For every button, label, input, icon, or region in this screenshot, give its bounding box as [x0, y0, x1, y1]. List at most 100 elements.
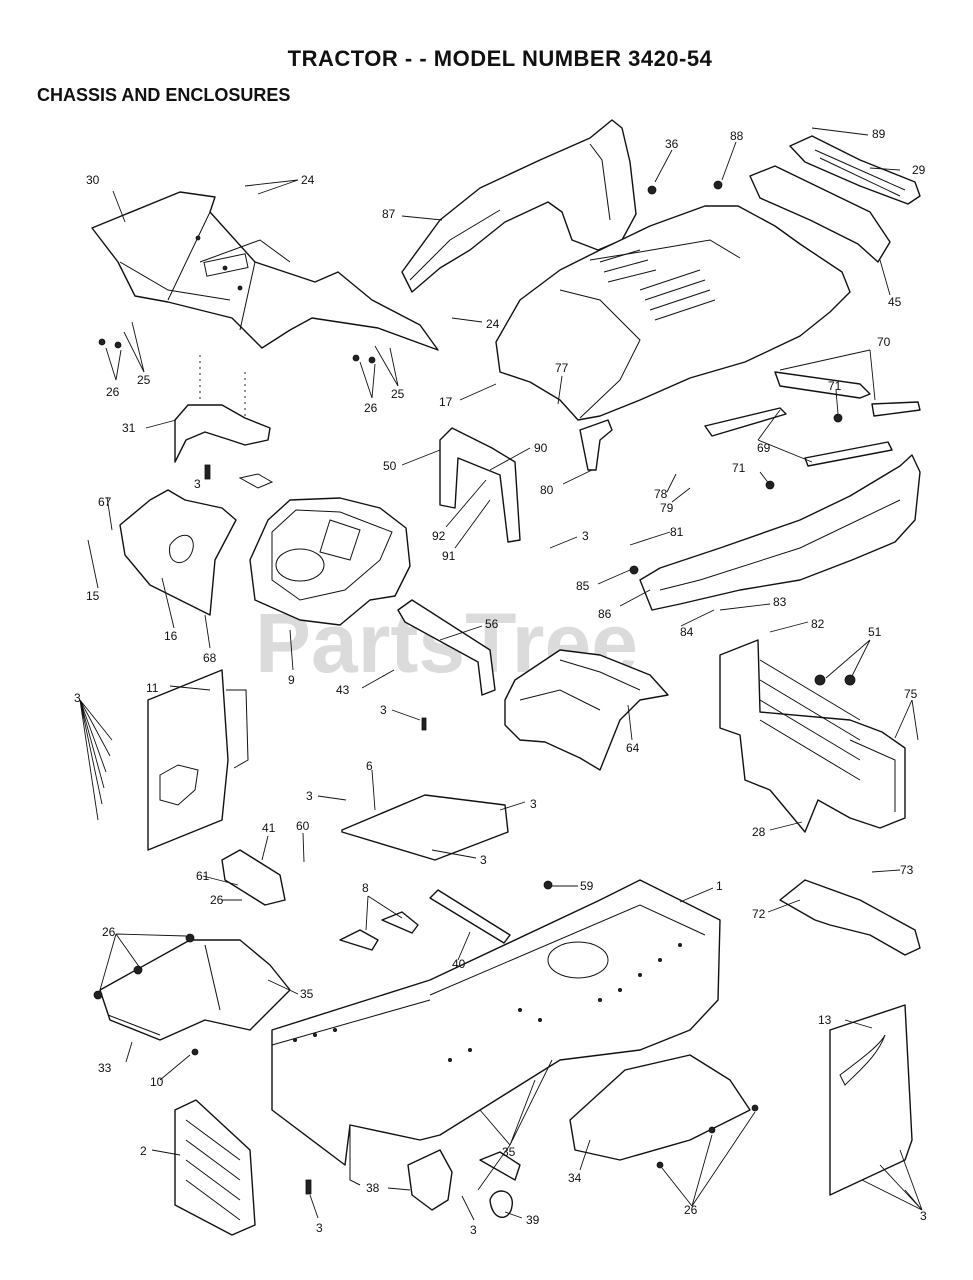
callout-6[interactable]: 6	[366, 759, 373, 773]
callout-3-e[interactable]: 3	[306, 789, 313, 803]
callout-2[interactable]: 2	[140, 1144, 147, 1158]
part-68-shield[interactable]	[119, 489, 237, 616]
callout-56[interactable]: 56	[485, 617, 499, 631]
callout-16[interactable]: 16	[164, 629, 178, 643]
callout-35-b[interactable]: 35	[502, 1145, 516, 1159]
callout-26-d[interactable]: 26	[102, 925, 116, 939]
callout-1[interactable]: 1	[716, 879, 723, 893]
part-17-hood[interactable]	[495, 205, 851, 421]
callout-85[interactable]: 85	[576, 579, 590, 593]
part-40-rod[interactable]	[429, 889, 511, 944]
callout-81[interactable]: 81	[670, 525, 684, 539]
callout-13[interactable]: 13	[818, 1013, 832, 1027]
callout-39[interactable]: 39	[526, 1213, 540, 1227]
part-80-pitman-arm[interactable]	[579, 419, 613, 471]
callout-26-b[interactable]: 26	[364, 401, 378, 415]
part-39-hook[interactable]	[479, 1151, 521, 1218]
callout-28[interactable]: 28	[752, 825, 766, 839]
callout-50[interactable]: 50	[383, 459, 397, 473]
callout-90[interactable]: 90	[534, 441, 548, 455]
part-70-upper-arm[interactable]	[774, 371, 921, 417]
part-33-rear-shield[interactable]	[99, 939, 291, 1041]
callout-3-j[interactable]: 3	[920, 1209, 927, 1223]
part-9-dash-console[interactable]	[249, 497, 411, 626]
callout-3-g[interactable]: 3	[480, 853, 487, 867]
callout-38[interactable]: 38	[366, 1181, 380, 1195]
callout-10[interactable]: 10	[150, 1075, 164, 1089]
callout-80[interactable]: 80	[540, 483, 554, 497]
callout-3-b[interactable]: 3	[582, 529, 589, 543]
part-8-brackets[interactable]	[339, 911, 419, 951]
callout-71-b[interactable]: 71	[732, 461, 746, 475]
part-11-side-plate[interactable]	[147, 669, 249, 851]
callout-25[interactable]: 25	[137, 373, 151, 387]
callout-84[interactable]: 84	[680, 625, 694, 639]
callout-73[interactable]: 73	[900, 863, 914, 877]
callout-61[interactable]: 61	[196, 869, 210, 883]
callout-68[interactable]: 68	[203, 651, 217, 665]
callout-34[interactable]: 34	[568, 1171, 582, 1185]
callout-30[interactable]: 30	[86, 173, 100, 187]
callout-24-b[interactable]: 24	[486, 317, 500, 331]
callout-3-f[interactable]: 3	[530, 797, 537, 811]
callout-86[interactable]: 86	[598, 607, 612, 621]
callout-67[interactable]: 67	[98, 495, 112, 509]
callout-26-e[interactable]: 26	[684, 1203, 698, 1217]
callout-36[interactable]: 36	[665, 137, 679, 151]
callout-60[interactable]: 60	[296, 819, 310, 833]
callout-64[interactable]: 64	[626, 741, 640, 755]
callout-29[interactable]: 29	[912, 163, 926, 177]
callout-3-c[interactable]: 3	[380, 703, 387, 717]
callout-26-c[interactable]: 26	[210, 893, 224, 907]
part-31-bracket[interactable]	[174, 355, 274, 489]
callout-91[interactable]: 91	[442, 549, 456, 563]
callout-3-d[interactable]: 3	[74, 691, 81, 705]
part-28-front-grille-assembly[interactable]	[719, 639, 906, 833]
callout-59[interactable]: 59	[580, 879, 594, 893]
callout-78[interactable]: 78	[654, 487, 668, 501]
callout-26[interactable]: 26	[106, 385, 120, 399]
callout-3-h[interactable]: 3	[316, 1221, 323, 1235]
callout-88[interactable]: 88	[730, 129, 744, 143]
part-69-lower-arm[interactable]	[704, 407, 893, 467]
part-45-nose-panel[interactable]	[749, 165, 891, 263]
callout-35[interactable]: 35	[300, 987, 314, 1001]
part-34-deck-shield[interactable]	[569, 1054, 751, 1161]
callout-89[interactable]: 89	[872, 127, 886, 141]
part-29-grille[interactable]	[789, 135, 921, 205]
callout-92[interactable]: 92	[432, 529, 446, 543]
callout-15[interactable]: 15	[86, 589, 100, 603]
callout-3[interactable]: 3	[194, 477, 201, 491]
callout-33[interactable]: 33	[98, 1061, 112, 1075]
callout-8[interactable]: 8	[362, 881, 369, 895]
callout-69[interactable]: 69	[757, 441, 771, 455]
callout-71[interactable]: 71	[828, 379, 842, 393]
part-72-hitch-bracket[interactable]	[779, 879, 921, 956]
callout-75[interactable]: 75	[904, 687, 918, 701]
part-2-front-plate[interactable]	[174, 1099, 256, 1236]
callout-70[interactable]: 70	[877, 335, 891, 349]
callout-72[interactable]: 72	[752, 907, 766, 921]
callout-43[interactable]: 43	[336, 683, 350, 697]
part-64-mount[interactable]	[504, 649, 669, 771]
callout-11[interactable]: 11	[146, 681, 159, 695]
callout-9[interactable]: 9	[288, 673, 295, 687]
part-50-steering-support[interactable]	[439, 427, 521, 543]
callout-79[interactable]: 79	[660, 501, 674, 515]
part-6-floor-plate[interactable]	[341, 794, 509, 861]
part-38-clip[interactable]	[407, 1149, 453, 1211]
callout-31[interactable]: 31	[122, 421, 136, 435]
callout-83[interactable]: 83	[773, 595, 787, 609]
part-1-main-frame[interactable]	[271, 879, 721, 1186]
callout-3-i[interactable]: 3	[470, 1223, 477, 1237]
callout-24[interactable]: 24	[301, 173, 315, 187]
callout-41[interactable]: 41	[262, 821, 276, 835]
part-41-pedal-bracket[interactable]	[221, 849, 286, 906]
callout-51[interactable]: 51	[868, 625, 882, 639]
part-56-rail[interactable]	[397, 599, 496, 696]
callout-45[interactable]: 45	[888, 295, 902, 309]
callout-17[interactable]: 17	[439, 395, 453, 409]
callout-87[interactable]: 87	[382, 207, 396, 221]
callout-40[interactable]: 40	[452, 957, 466, 971]
callout-82[interactable]: 82	[811, 617, 825, 631]
